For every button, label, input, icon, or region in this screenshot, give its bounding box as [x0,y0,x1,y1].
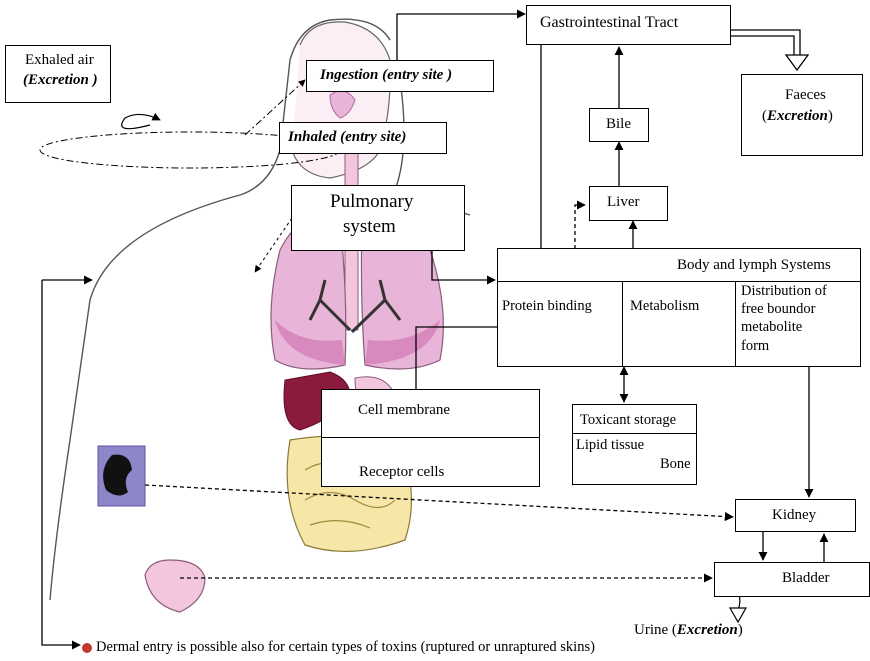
protein-metabolism-divider [622,281,623,367]
faeces-excretion-line: (Excretion) [762,108,833,125]
urine-label: Urine (Excretion) [634,622,743,639]
body-lymph-label: Body and lymph Systems [677,257,831,274]
exhaled-excretion-label: (Excretion ) [23,72,98,89]
kidney-label: Kidney [772,507,816,524]
lipid-tissue-label: Lipid tissue [576,437,644,454]
dermal-entry-note: Dermal entry is possible also for certai… [96,639,595,656]
body-lymph-divider [497,281,861,282]
cell-membrane-divider [321,437,540,438]
urine-suffix: ) [738,622,743,638]
metabolism-distribution-divider [735,281,736,367]
urine-excretion-label: Excretion [677,622,738,638]
toxicant-storage-divider [572,433,697,434]
distribution-line1: Distribution of [741,283,827,300]
faeces-excretion-label: Excretion [767,108,828,124]
receptor-cells-label: Receptor cells [359,464,444,481]
bone-label: Bone [660,456,691,473]
distribution-line4: form [741,338,769,355]
faeces-label: Faeces [785,87,826,104]
pulmonary-label-line2: system [343,216,396,238]
distribution-line2: free boundor [741,301,815,318]
exhaled-air-label: Exhaled air [25,52,94,69]
inhaled-label: Inhaled (entry site) [288,129,406,146]
human-body-illustration [50,19,470,612]
bladder-label: Bladder [782,570,829,587]
urine-arrowhead [730,608,746,622]
protein-binding-label: Protein binding [502,298,592,315]
ingestion-label: Ingestion (entry site ) [320,67,452,84]
pulmonary-label-line1: Pulmonary [330,191,413,213]
bile-label: Bile [606,116,631,133]
dermal-bullet [82,643,92,653]
distribution-line3: metabolite [741,319,802,336]
liver-label: Liver [607,194,639,211]
metabolism-label: Metabolism [630,298,699,315]
toxicant-storage-label: Toxicant storage [580,412,676,429]
cell-membrane-label: Cell membrane [358,402,450,419]
gi-tract-label: Gastrointestinal Tract [540,14,678,32]
gi-to-faeces-arrow [731,30,808,70]
bladder-organ [145,560,205,612]
faeces-close-paren: ) [828,108,833,124]
urine-prefix: Urine ( [634,622,677,638]
